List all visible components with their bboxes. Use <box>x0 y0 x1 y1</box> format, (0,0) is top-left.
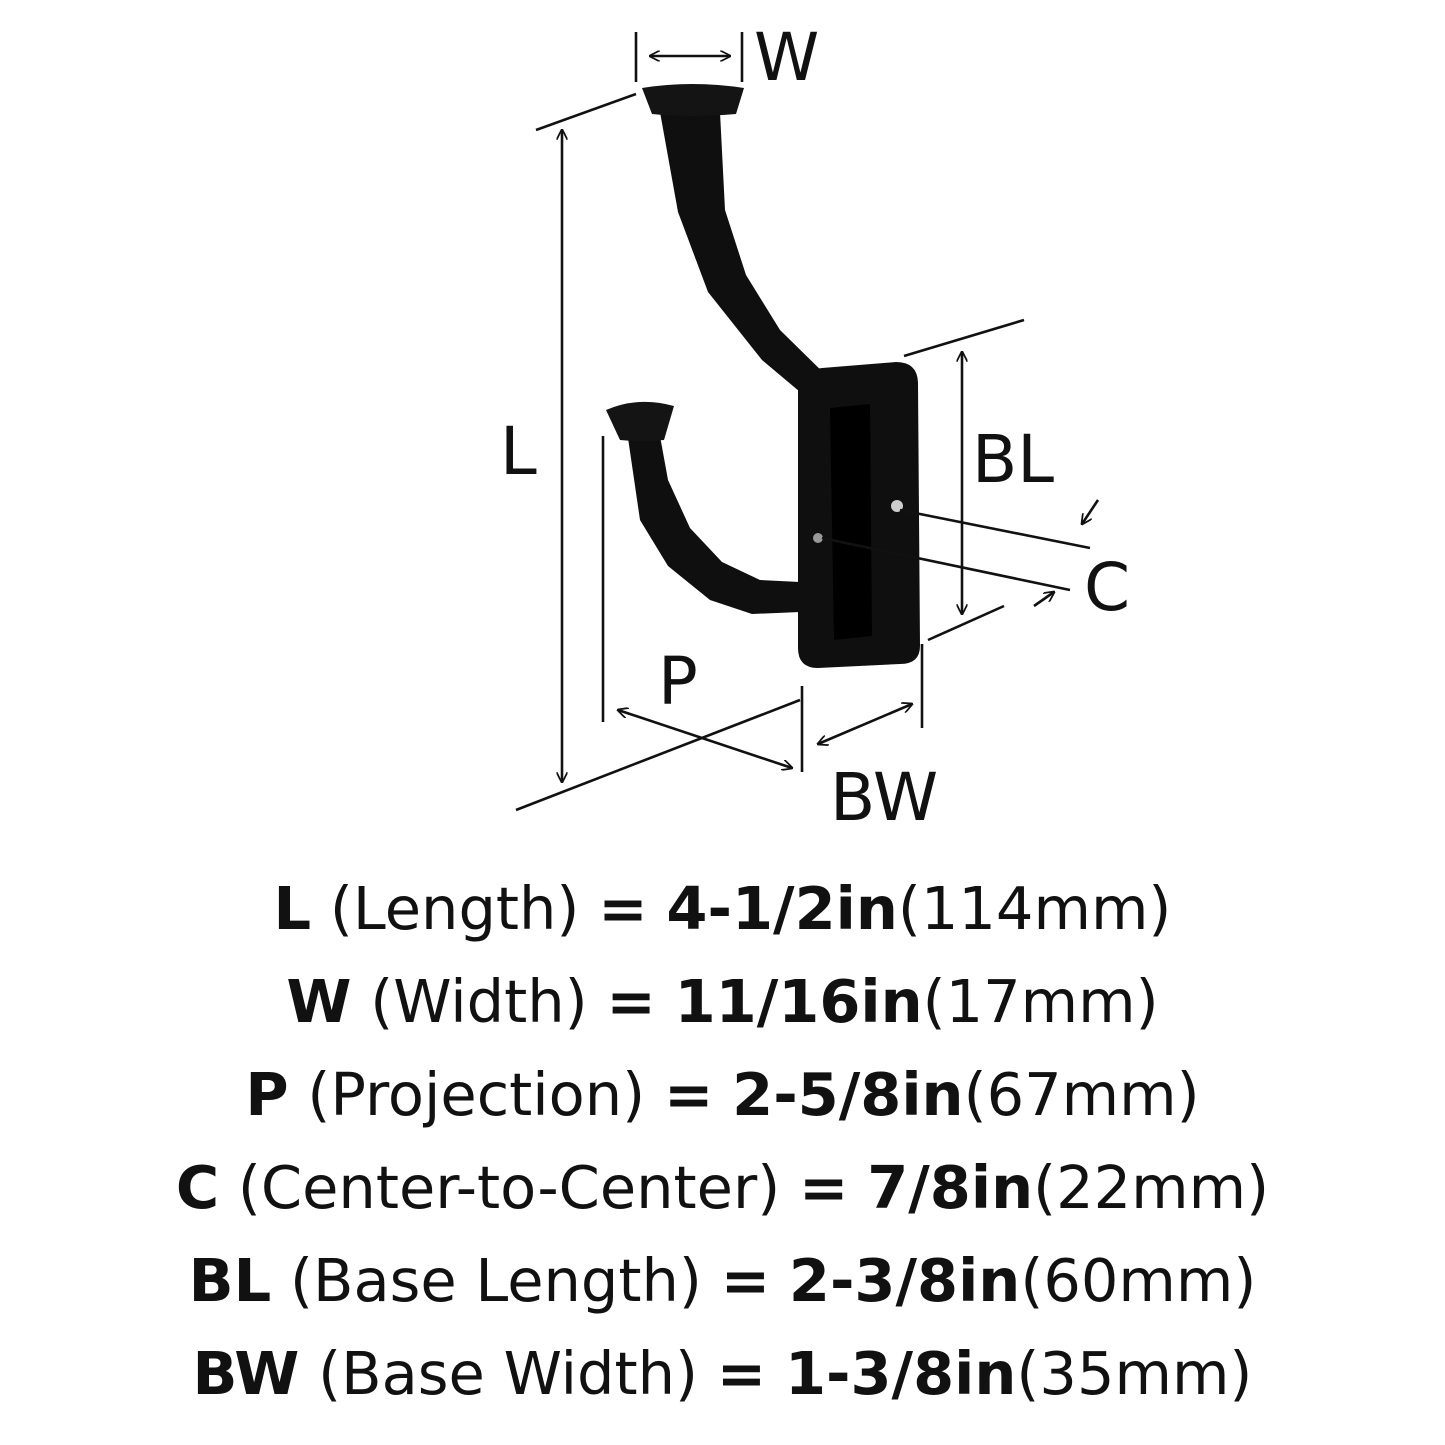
spec-abbr: C <box>175 1153 220 1222</box>
spec-row-center-to-center: C (Center-to-Center) = 7/8in(22mm) <box>0 1141 1445 1234</box>
label-c: C <box>1084 549 1130 626</box>
lower-hook-arm <box>628 436 800 614</box>
spec-row-width: W (Width) = 11/16in(17mm) <box>0 955 1445 1048</box>
dimension-spec-list: L (Length) = 4-1/2in(114mm) W (Width) = … <box>0 862 1445 1420</box>
spec-equals: = <box>799 1153 849 1222</box>
screw-hole-upper <box>891 500 903 512</box>
spec-equals: = <box>606 967 656 1036</box>
spec-metric: (60mm) <box>1020 1246 1257 1315</box>
base-slot <box>830 404 872 640</box>
coat-hook-illustration <box>606 84 920 668</box>
label-bl: BL <box>972 421 1054 498</box>
spec-row-base-length: BL (Base Length) = 2-3/8in(60mm) <box>0 1234 1445 1327</box>
spec-abbr: BW <box>192 1339 300 1408</box>
spec-name: (Base Length) <box>289 1246 702 1315</box>
label-bw: BW <box>830 759 938 836</box>
hook-dimension-diagram: W L BL C P BW <box>500 19 1130 836</box>
spec-row-base-width: BW (Base Width) = 1-3/8in(35mm) <box>0 1327 1445 1420</box>
spec-imperial: 11/16in <box>674 967 923 1036</box>
spec-imperial: 2-5/8in <box>732 1060 964 1129</box>
spec-equals: = <box>720 1246 771 1315</box>
spec-metric: (35mm) <box>1016 1339 1253 1408</box>
spec-equals: = <box>598 874 648 943</box>
spec-name: (Projection) <box>307 1060 646 1129</box>
label-w: W <box>754 19 819 96</box>
spec-row-projection: P (Projection) = 2-5/8in(67mm) <box>0 1048 1445 1141</box>
spec-imperial: 4-1/2in <box>666 874 898 943</box>
upper-hook-cap <box>642 84 744 116</box>
spec-imperial: 1-3/8in <box>784 1339 1017 1408</box>
spec-metric: (114mm) <box>897 874 1172 943</box>
spec-name: (Center-to-Center) <box>237 1153 781 1222</box>
spec-abbr: W <box>286 967 352 1036</box>
spec-metric: (22mm) <box>1033 1153 1270 1222</box>
spec-imperial: 2-3/8in <box>788 1246 1021 1315</box>
spec-abbr: L <box>273 874 312 943</box>
upper-hook-arm <box>660 112 836 402</box>
spec-equals: = <box>716 1339 767 1408</box>
dimension-lines <box>515 32 1100 812</box>
spec-name: (Width) <box>370 967 588 1036</box>
spec-equals: = <box>663 1060 714 1129</box>
spec-name: (Length) <box>329 874 580 943</box>
label-l: L <box>500 413 537 490</box>
lower-hook-cap <box>606 401 674 441</box>
label-p: P <box>658 643 698 720</box>
spec-row-length: L (Length) = 4-1/2in(114mm) <box>0 862 1445 955</box>
screw-hole-lower <box>813 533 823 543</box>
spec-name: (Base Width) <box>318 1339 698 1408</box>
spec-abbr: BL <box>188 1246 272 1315</box>
spec-metric: (17mm) <box>922 967 1159 1036</box>
spec-abbr: P <box>245 1060 289 1129</box>
spec-metric: (67mm) <box>963 1060 1200 1129</box>
spec-imperial: 7/8in <box>867 1153 1034 1222</box>
